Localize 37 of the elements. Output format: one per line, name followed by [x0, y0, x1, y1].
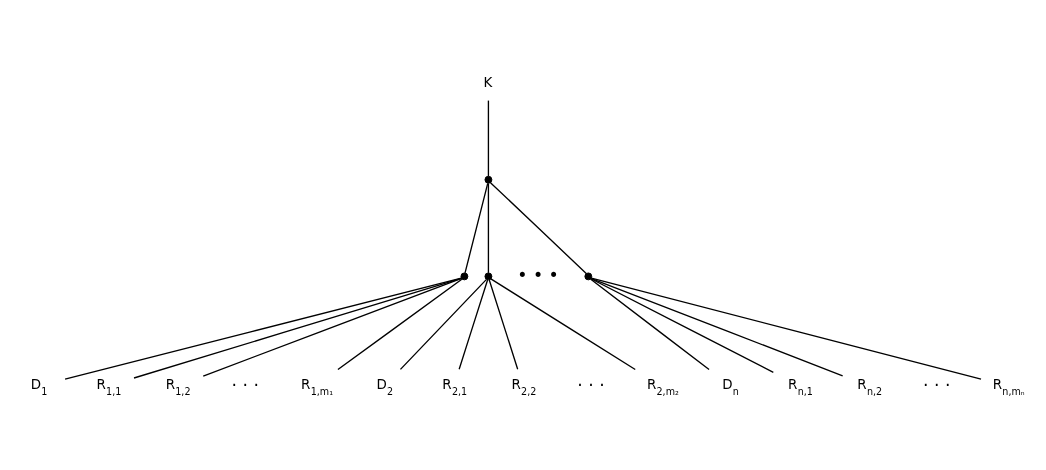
- node-text: D$_{n}$: [722, 377, 739, 397]
- connector: [399, 278, 487, 371]
- node-circle: [460, 272, 469, 281]
- connector: [487, 99, 490, 177]
- node-circle: [484, 175, 493, 184]
- node-text: K: [483, 74, 493, 90]
- label: · · ·: [231, 375, 259, 396]
- connector: [590, 277, 844, 377]
- node-circle: [584, 272, 593, 281]
- connector: [202, 277, 463, 377]
- label: • • •: [517, 264, 559, 285]
- connector: [488, 279, 519, 370]
- node-text: D$_{1}$: [30, 377, 48, 397]
- node-text: R$_{1,2}$: [165, 377, 191, 397]
- node-text: R$_{n,1}$: [788, 377, 813, 397]
- connector: [590, 278, 774, 374]
- connector: [458, 279, 489, 370]
- label: · · ·: [923, 375, 951, 396]
- node-text: R$_{2,2}$: [511, 377, 537, 397]
- node-text: D$_{2}$: [376, 377, 394, 397]
- connector: [133, 277, 462, 379]
- connector: [64, 277, 462, 380]
- connector: [490, 278, 636, 371]
- connector: [590, 277, 982, 380]
- connector: [489, 182, 587, 275]
- node-text: R$_{n,2}$: [857, 377, 883, 397]
- connector: [464, 182, 489, 274]
- node-text: R$_{1,1}$: [96, 377, 122, 397]
- node-text: R$_{n,mₙ}$: [992, 377, 1025, 397]
- connector: [487, 182, 490, 274]
- node-circle: [484, 272, 493, 281]
- node-text: R$_{2,m₂}$: [646, 377, 679, 397]
- label: · · ·: [577, 375, 605, 396]
- connector: [337, 278, 463, 371]
- node-text: R$_{1,m₁}$: [301, 377, 334, 397]
- connector: [590, 278, 710, 371]
- node-text: R$_{2,1}$: [442, 377, 468, 397]
